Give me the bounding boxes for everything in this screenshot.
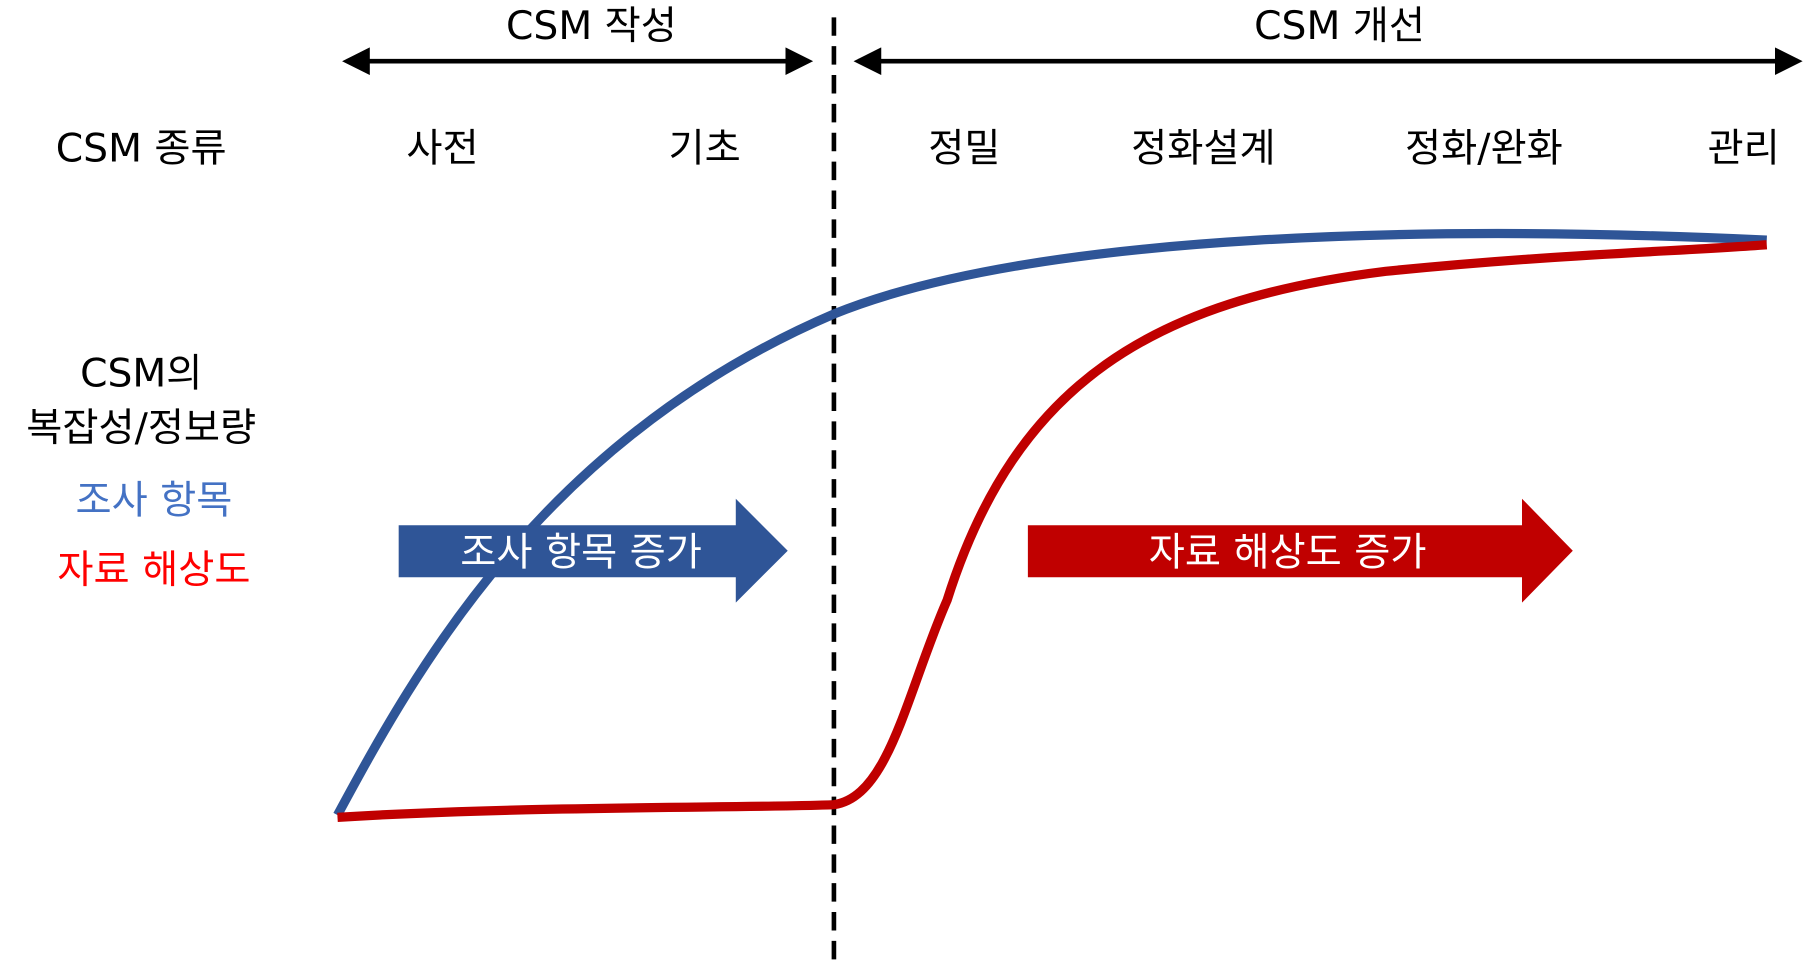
- stage-label: 기초: [669, 127, 741, 172]
- stage-label: 정밀: [928, 127, 1000, 172]
- stage-label: 정화설계: [1131, 127, 1275, 172]
- y-label-line2: 복잡성/정보량: [26, 406, 256, 451]
- csm-type-label: CSM 종류: [56, 127, 227, 172]
- stage-label: 정화/완화: [1405, 127, 1563, 172]
- survey-items-increase-label: 조사 항목 증가: [460, 531, 702, 576]
- survey-items-arrow-shape: [398, 498, 788, 603]
- y-label-line1: CSM의: [80, 352, 202, 397]
- stage-label: 사전: [406, 127, 478, 172]
- legend-survey-items: 조사 항목: [75, 479, 232, 524]
- survey-items-increase-arrow: 조사 항목 증가: [398, 498, 788, 603]
- legend-data-resolution: 자료 해상도: [57, 548, 250, 593]
- data-resolution-increase-arrow: 자료 해상도 증가: [1027, 498, 1573, 603]
- data-resolution-increase-label: 자료 해상도 증가: [1149, 531, 1427, 576]
- stage-label: 관리: [1708, 127, 1780, 172]
- survey-items-curve: [333, 229, 1767, 818]
- data-resolution-curve: [337, 240, 1768, 822]
- phase-label-create: CSM 작성: [506, 4, 677, 49]
- phase-label-improve: CSM 개선: [1254, 4, 1425, 49]
- data-resolution-arrow-shape: [1027, 498, 1573, 603]
